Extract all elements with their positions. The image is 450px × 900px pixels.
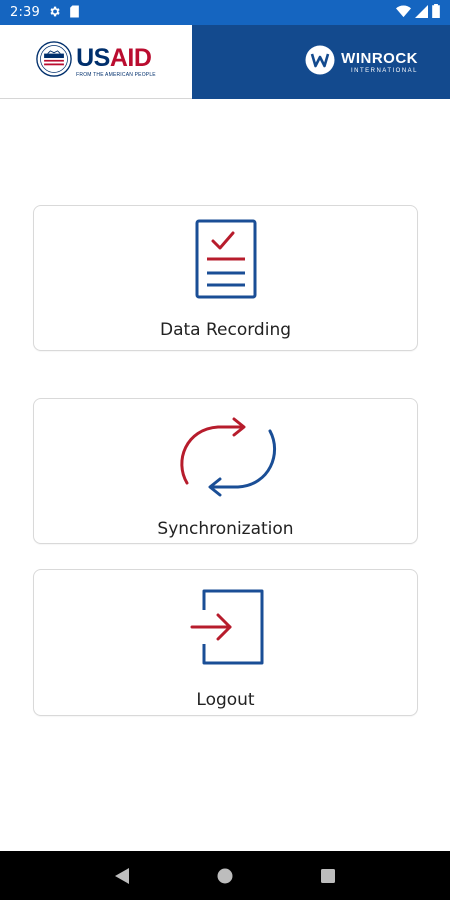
- winrock-logo: WINROCK INTERNATIONAL: [192, 25, 450, 99]
- usaid-word: USAID: [76, 43, 156, 72]
- status-bar: 2:39: [0, 0, 450, 25]
- navigation-bar: [0, 851, 450, 900]
- cell-signal-icon: [415, 4, 428, 21]
- winrock-subtitle: INTERNATIONAL: [350, 67, 418, 74]
- status-time: 2:39: [10, 5, 40, 20]
- usaid-seal-icon: [36, 41, 72, 82]
- app-header: USAID FROM THE AMERICAN PEOPLE WINROCK I…: [0, 25, 450, 99]
- winrock-wordmark: WINROCK INTERNATIONAL: [341, 51, 418, 74]
- logout-button[interactable]: Logout: [33, 569, 418, 716]
- gear-icon: [48, 5, 61, 21]
- usaid-tagline: FROM THE AMERICAN PEOPLE: [76, 71, 156, 78]
- synchronization-button[interactable]: Synchronization: [33, 398, 418, 544]
- synchronization-label: Synchronization: [157, 519, 294, 539]
- logout-door-icon: [190, 588, 264, 671]
- battery-icon: [432, 4, 440, 21]
- home-icon[interactable]: [205, 856, 245, 896]
- wifi-icon: [396, 5, 411, 21]
- usaid-word-aid: AID: [109, 43, 152, 72]
- sd-card-icon: [69, 5, 80, 21]
- checklist-document-icon: [193, 218, 259, 305]
- winrock-name: WINROCK: [341, 49, 418, 67]
- status-right: [396, 4, 440, 21]
- usaid-wordmark: USAID FROM THE AMERICAN PEOPLE: [76, 43, 156, 78]
- logout-label: Logout: [196, 690, 255, 710]
- status-left: 2:39: [10, 5, 80, 21]
- usaid-logo: USAID FROM THE AMERICAN PEOPLE: [0, 25, 192, 99]
- data-recording-label: Data Recording: [159, 320, 292, 340]
- sync-arrows-icon: [174, 417, 278, 502]
- data-recording-button[interactable]: Data Recording: [33, 205, 418, 351]
- winrock-w-icon: [305, 45, 335, 80]
- back-icon[interactable]: [102, 856, 142, 896]
- usaid-word-us: US: [76, 43, 110, 72]
- recents-icon[interactable]: [308, 856, 348, 896]
